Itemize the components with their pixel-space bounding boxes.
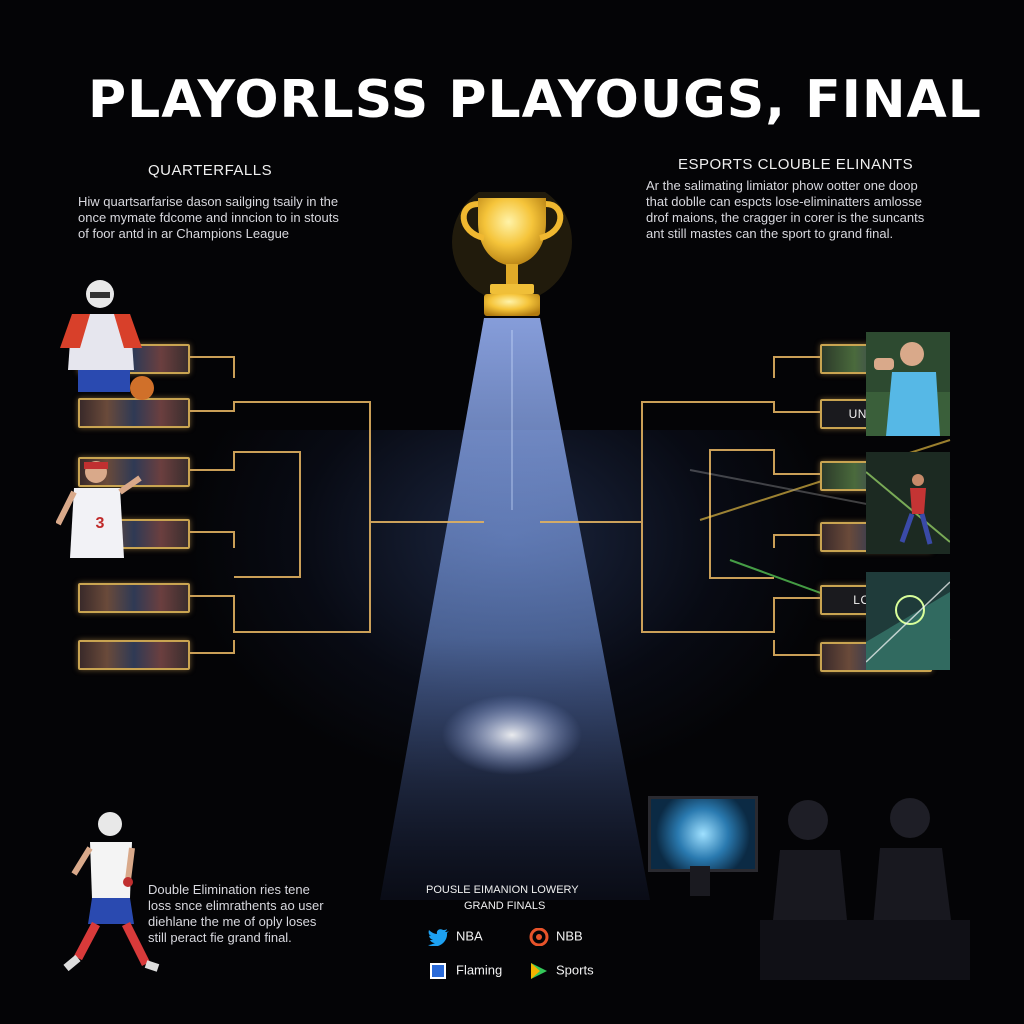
esports-field-image xyxy=(866,572,950,670)
blue-square-icon xyxy=(430,963,446,979)
description-line: once mymate fdcome and inncion to in sto… xyxy=(78,210,339,225)
bracket-slot[interactable] xyxy=(78,640,190,670)
hockey-player-figure xyxy=(60,280,154,400)
esports-heading: ESPORTS CLOUBLE ELINANTS xyxy=(678,156,914,173)
social-label: NBA xyxy=(456,928,483,944)
esports-description: Ar the salimating limiator phow ootter o… xyxy=(646,178,924,242)
grand-finals-caption: POUSLE EIMANION LOWERY GRAND FINALS xyxy=(426,882,579,914)
social-link-sports[interactable]: Sports xyxy=(528,962,594,980)
baseball-player-figure xyxy=(63,812,160,972)
double-elimination-description: Double Elimination ries tene loss snce e… xyxy=(148,882,324,946)
caption-line: POUSLE EIMANION LOWERY xyxy=(426,884,579,896)
description-line: loss snce elimrathents ao user xyxy=(148,898,324,913)
bracket-slot[interactable] xyxy=(78,583,190,613)
description-line: diehlane the me of oply loses xyxy=(148,914,317,929)
svg-text:3: 3 xyxy=(96,515,105,532)
swirl-logo-icon xyxy=(529,928,549,946)
description-line: drof maions, the cragger in corer is the… xyxy=(646,210,925,225)
social-label: Flaming xyxy=(456,962,503,978)
description-line: Hiw quartsarfarise dason sailging tsaily… xyxy=(78,194,339,209)
caption-line: GRAND FINALS xyxy=(464,900,546,912)
social-link-nbb[interactable]: NBB xyxy=(528,928,583,946)
monitor-stand xyxy=(690,866,710,896)
description-line: of foor antd in ar Champions League xyxy=(78,226,290,241)
description-line: Ar the salimating limiator phow ootter o… xyxy=(646,178,918,193)
quarterfinals-description: Hiw quartsarfarise dason sailging tsaily… xyxy=(78,194,339,242)
esports-players-silhouette xyxy=(760,798,970,980)
quarterfinals-heading: QUARTERFALLS xyxy=(148,162,273,179)
soccer-action-image xyxy=(866,452,950,554)
soccer-player-image xyxy=(866,332,950,436)
social-link-nba[interactable]: NBA xyxy=(428,928,483,946)
trophy-icon xyxy=(452,192,572,316)
page-title: PLAYORLSS PLAYOUGS, FINAL xyxy=(88,70,982,130)
description-line: still peract fie grand final. xyxy=(148,930,292,945)
description-line: ant still mastes can the sport to grand … xyxy=(646,226,894,241)
twitter-bird-icon xyxy=(428,929,449,946)
social-link-flaming[interactable]: Flaming xyxy=(428,962,502,980)
bracket-slot[interactable] xyxy=(78,398,190,428)
play-triangle-icon xyxy=(531,963,547,979)
description-line: that doblle can espcts lose-eliminatters… xyxy=(646,194,923,209)
basketball-player-figure: 3 xyxy=(56,461,142,558)
social-label: NBB xyxy=(556,928,583,944)
gaming-monitor xyxy=(648,796,758,872)
social-label: Sports xyxy=(556,962,594,978)
description-line: Double Elimination ries tene xyxy=(148,882,310,897)
